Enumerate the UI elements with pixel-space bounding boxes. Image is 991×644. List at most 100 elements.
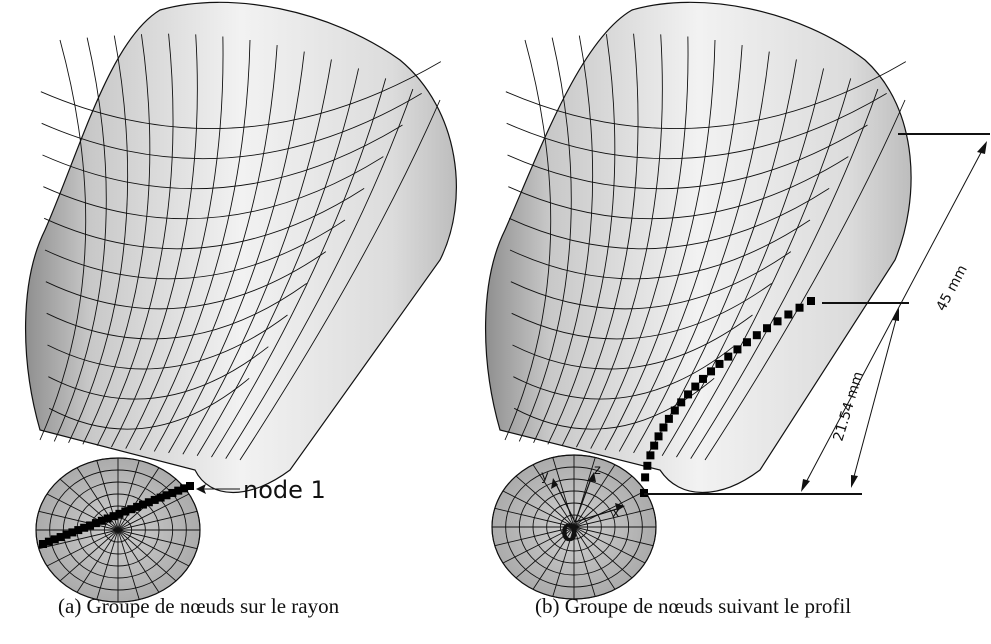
node-marker — [643, 461, 652, 470]
mesh-ring — [41, 92, 422, 160]
mesh-ring — [47, 314, 288, 370]
node-marker — [659, 423, 668, 432]
mesh-ring — [45, 251, 327, 310]
node-marker — [127, 505, 136, 514]
radius-node-group — [39, 482, 194, 548]
mesh-line — [518, 37, 572, 442]
cap-spoke — [117, 493, 190, 531]
mesh-line — [576, 34, 663, 448]
cap-mesh-a — [35, 457, 201, 603]
mesh-ring — [508, 156, 849, 220]
mesh-line — [633, 51, 770, 454]
cap-spoke — [96, 529, 119, 600]
node-marker — [650, 441, 659, 450]
mesh-line — [168, 51, 305, 454]
mesh-ring — [48, 377, 250, 430]
node-marker — [162, 491, 171, 500]
node-marker — [62, 530, 71, 539]
node-marker — [724, 352, 733, 361]
coordinate-axes: y z x 0 — [541, 463, 625, 547]
mesh-ring — [510, 251, 792, 310]
cap-spoke — [573, 507, 654, 528]
mesh-ring — [43, 156, 384, 220]
node-marker — [56, 533, 65, 542]
cap-spoke — [38, 510, 119, 531]
mesh-line — [704, 99, 906, 461]
cap-spoke — [494, 507, 575, 528]
node-marker — [97, 516, 106, 525]
mesh-line — [39, 39, 87, 441]
mesh-line — [676, 78, 852, 458]
mesh-line — [111, 34, 198, 448]
mesh-ring — [43, 187, 365, 250]
node-marker — [795, 303, 804, 312]
node-marker — [670, 406, 679, 415]
cap-spoke — [573, 526, 646, 564]
node-marker — [715, 359, 724, 368]
node-marker — [773, 317, 782, 326]
axis-z-label: z — [594, 463, 601, 478]
node-marker — [121, 507, 130, 516]
cap-spoke — [573, 464, 616, 528]
end-cap-a — [35, 457, 201, 603]
node-marker — [109, 512, 118, 521]
cap-spoke — [117, 467, 160, 531]
mesh-ring — [505, 61, 907, 130]
node-marker — [74, 526, 83, 535]
mesh-ring — [506, 92, 887, 160]
cap-spoke — [117, 529, 177, 582]
node-marker — [168, 488, 177, 497]
node-marker — [691, 382, 700, 391]
cap-spoke — [573, 526, 596, 597]
node-marker — [174, 486, 183, 495]
mesh-line — [239, 99, 441, 461]
mesh-lines-a — [39, 33, 442, 461]
cap-spoke — [573, 526, 633, 579]
mesh-line — [153, 45, 278, 452]
cap-spoke — [532, 526, 575, 590]
node-marker — [733, 345, 742, 354]
mesh-line — [96, 33, 174, 446]
end-cap-b — [491, 454, 657, 600]
mesh-ring — [42, 124, 403, 190]
node-marker — [186, 482, 194, 490]
node-marker — [707, 367, 716, 376]
node-marker — [677, 398, 686, 407]
panel-a: node 1 — [24, 1, 457, 603]
cap-spoke — [573, 490, 646, 528]
cap-spoke — [515, 526, 575, 579]
cap-spoke — [117, 510, 198, 531]
axis-y-label: y — [541, 469, 549, 484]
node-marker — [752, 331, 761, 340]
node-marker — [684, 390, 693, 399]
mesh-ring — [44, 219, 346, 280]
mesh-line — [561, 33, 639, 446]
node-marker — [763, 324, 772, 333]
panel-b: y z x 0 45 mm 21.54 mm — [484, 1, 990, 600]
cap-spoke — [76, 529, 119, 593]
node-1-label: node 1 — [243, 476, 326, 504]
caption-a: (a) Groupe de nœuds sur le rayon — [58, 594, 340, 618]
node-marker — [180, 484, 189, 493]
node-marker — [742, 338, 751, 347]
mesh-ring — [46, 282, 307, 340]
node-marker — [115, 509, 124, 518]
mesh-line — [504, 39, 552, 441]
node-marker — [50, 535, 59, 544]
cap-spoke — [117, 529, 198, 550]
node-marker — [156, 493, 165, 502]
cap-spoke — [46, 493, 119, 531]
node-marker — [103, 514, 112, 523]
mesh-line — [82, 34, 151, 445]
node-marker — [641, 473, 650, 482]
cap-spoke — [573, 526, 616, 590]
node-marker — [654, 432, 663, 441]
mesh-line — [139, 39, 251, 451]
cylinder-body-a — [24, 1, 457, 494]
mesh-line — [196, 68, 360, 456]
cap-spoke — [502, 526, 575, 564]
dimension-21-54mm-label: 21.54 mm — [831, 370, 867, 443]
origin-label: 0 — [561, 519, 578, 547]
cap-spoke — [117, 529, 190, 567]
